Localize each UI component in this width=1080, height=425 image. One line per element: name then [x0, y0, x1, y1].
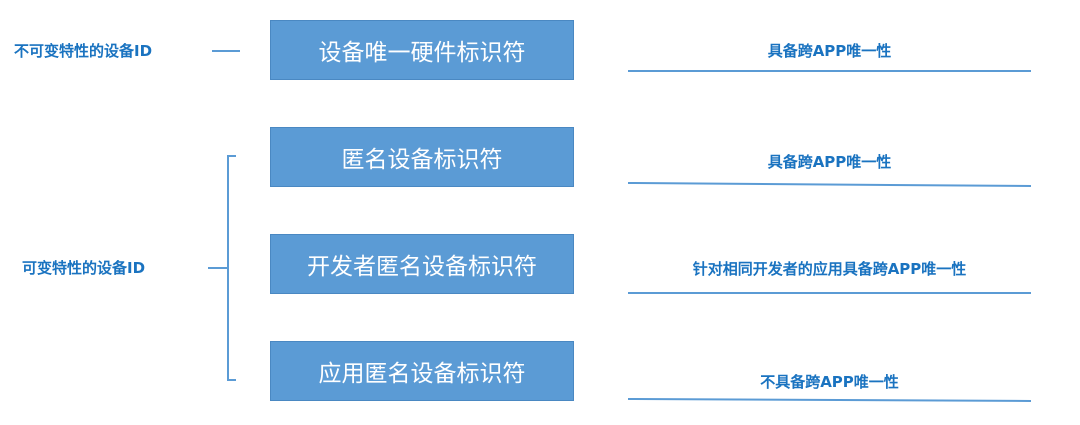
anonymous-id-box: 匿名设备标识符 [270, 127, 574, 187]
property-label: 具备跨APP唯一性 [767, 153, 892, 171]
hardware-id-box: 设备唯一硬件标识符 [270, 20, 574, 80]
variable-id-label: 可变特性的设备ID [22, 259, 146, 277]
property-label: 针对相同开发者的应用具备跨APP唯一性 [692, 260, 967, 278]
variable-bracket [227, 155, 236, 381]
property-label: 具备跨APP唯一性 [767, 42, 892, 60]
property-label: 不具备跨APP唯一性 [760, 373, 899, 391]
property-underline [627, 398, 1032, 402]
developer-anonymous-id-box: 开发者匿名设备标识符 [270, 234, 574, 294]
app-anonymous-id-box: 应用匿名设备标识符 [270, 341, 574, 401]
property-underline [627, 182, 1032, 187]
invariant-id-label: 不可变特性的设备ID [14, 42, 153, 60]
